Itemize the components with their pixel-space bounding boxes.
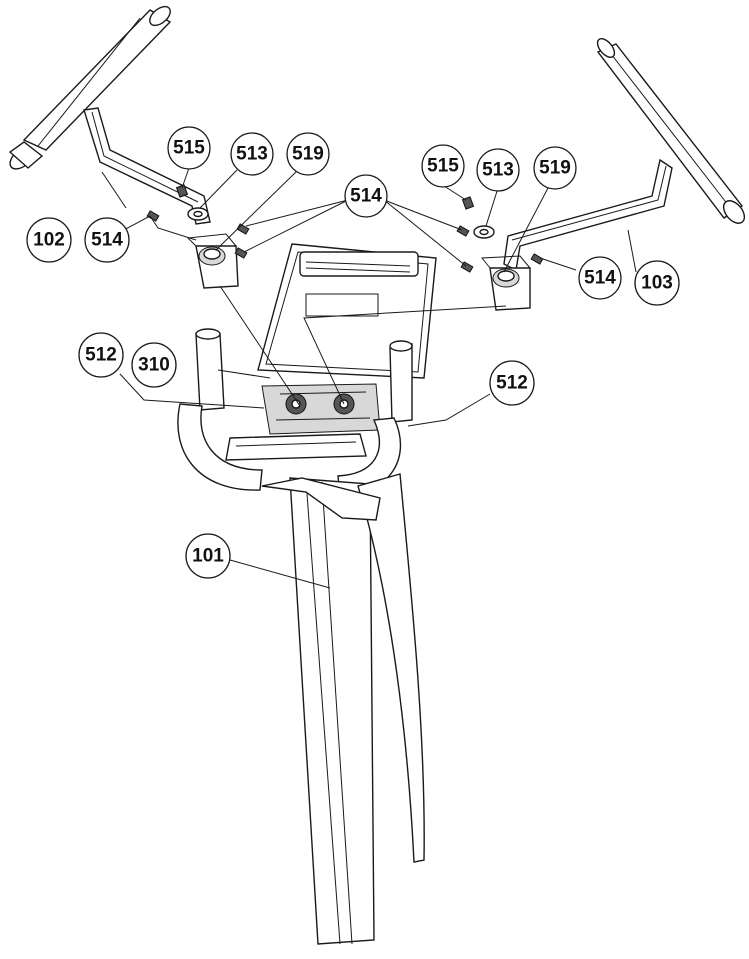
callout-label: 519 — [539, 158, 571, 179]
callout-label: 101 — [192, 546, 224, 567]
callout-label: 514 — [584, 268, 616, 289]
right-mount-bracket — [473, 225, 531, 311]
mast-101 — [261, 473, 425, 945]
callout-515-right: 515 — [421, 144, 465, 188]
left-handlebar-102 — [8, 5, 211, 225]
callout-label: 513 — [482, 160, 514, 181]
callout-label: 514 — [350, 186, 382, 207]
callout-label: 512 — [496, 373, 528, 394]
callout-label: 515 — [427, 156, 459, 177]
callout-label: 103 — [641, 273, 673, 294]
callout-310: 310 — [131, 342, 177, 388]
callout-label: 310 — [138, 355, 170, 376]
callout-514-right: 514 — [578, 256, 622, 300]
callout-512-right: 512 — [489, 360, 535, 406]
callout-514-left: 514 — [84, 217, 130, 263]
callout-519-left: 519 — [286, 132, 330, 176]
left-mount-bracket — [186, 207, 239, 289]
callout-label: 515 — [173, 138, 205, 159]
screws — [146, 184, 544, 273]
callout-103: 103 — [634, 260, 680, 306]
callout-label: 512 — [85, 345, 117, 366]
side-grips — [177, 328, 413, 497]
callout-513-left: 513 — [230, 132, 274, 176]
callout-101: 101 — [185, 533, 231, 579]
callout-102: 102 — [26, 217, 72, 263]
callout-label: 102 — [33, 230, 65, 251]
callout-519-right: 519 — [533, 146, 577, 190]
callout-label: 513 — [236, 144, 268, 165]
callout-513-right: 513 — [476, 148, 520, 192]
leader-lines — [101, 167, 637, 589]
callout-515-left: 515 — [167, 126, 211, 170]
callout-514-top: 514 — [344, 174, 388, 218]
callout-label: 519 — [292, 144, 324, 165]
callout-512-left: 512 — [78, 332, 124, 378]
callout-label: 514 — [91, 230, 123, 251]
